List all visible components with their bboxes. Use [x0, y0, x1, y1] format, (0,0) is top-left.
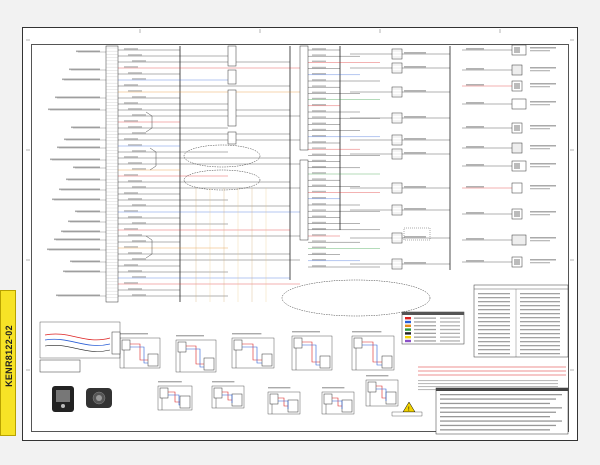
- main-wiring-buses: [179, 46, 451, 302]
- dashed-group-ellipses: [183, 144, 431, 317]
- ecm-connector-left: [105, 45, 119, 303]
- right-side-devices: [350, 44, 556, 270]
- horizontal-wires: [118, 48, 380, 297]
- left-wire-labels: [47, 50, 106, 297]
- svg-text:!: !: [408, 407, 410, 413]
- sheet-corner-marks: [26, 29, 574, 371]
- warning-icon: !: [391, 401, 423, 417]
- middle-connectors: [227, 45, 309, 241]
- lower-circuit-clusters: [119, 188, 399, 415]
- connector-plug-icon: [86, 388, 112, 408]
- legend-table: [473, 284, 569, 358]
- red-callout-lines: [418, 366, 566, 376]
- document-number-tag: KENR8122-02: [0, 290, 16, 436]
- harness-diagram: [39, 321, 121, 373]
- notes-box: [418, 380, 569, 435]
- sensor-module-icon: [52, 386, 74, 412]
- wire-color-table: [401, 311, 465, 345]
- schematic-border: [31, 44, 569, 432]
